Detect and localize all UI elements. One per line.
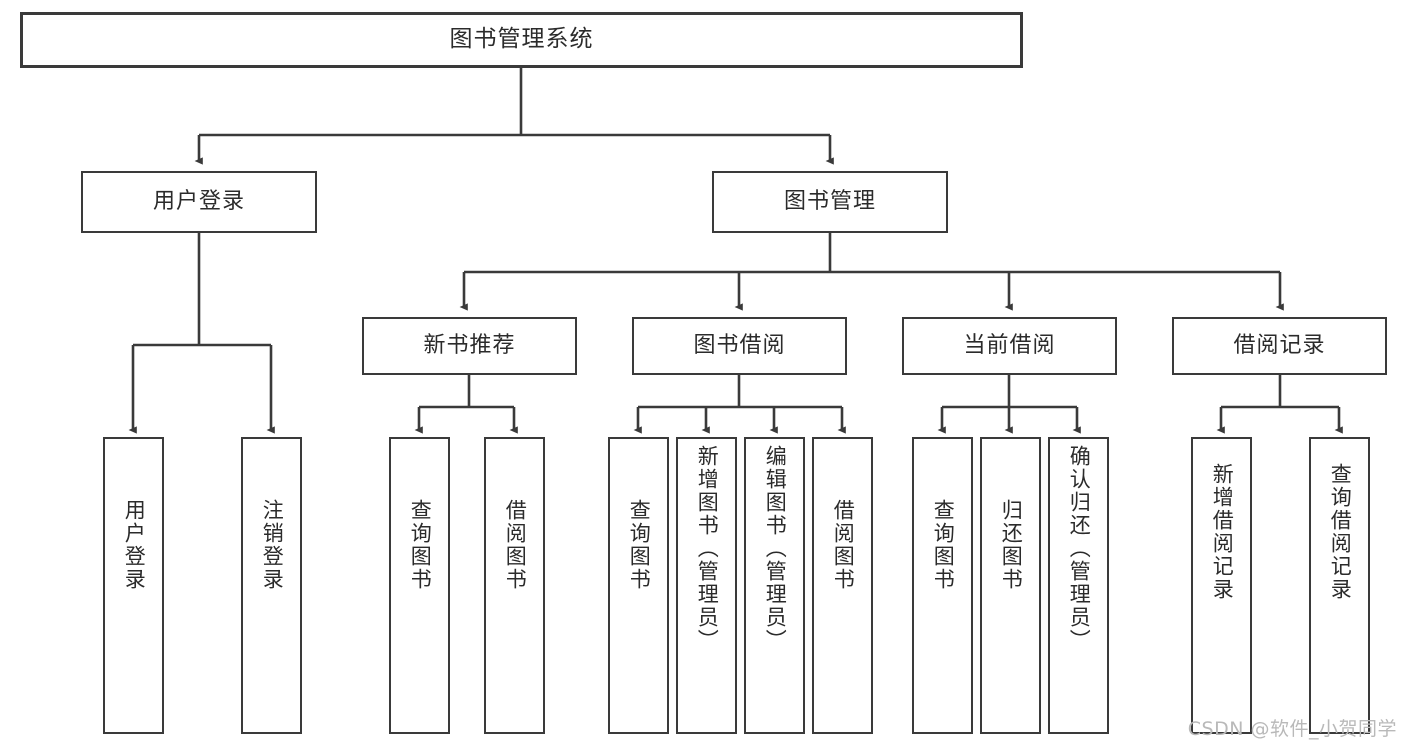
edges-book-borrow-to-leaves xyxy=(633,375,846,434)
edges-current-borrow-to-leaves xyxy=(937,375,1081,434)
node-label: 当前借阅 xyxy=(963,332,1056,358)
node-user-login[interactable]: 用户登录 xyxy=(81,171,317,233)
leaf-book-borrow-edit-book-admin[interactable]: 编辑图书（管理员） xyxy=(744,437,805,734)
node-label: 用户登录 xyxy=(122,499,147,591)
node-label: 查询图书 xyxy=(408,499,433,591)
leaf-book-borrow-borrow-books[interactable]: 借阅图书 xyxy=(812,437,873,734)
node-label: 查询借阅记录 xyxy=(1328,463,1353,601)
node-label: 新增图书（管理员） xyxy=(695,445,720,652)
leaf-borrow-record-add-record[interactable]: 新增借阅记录 xyxy=(1191,437,1252,734)
node-label: 借阅图书 xyxy=(503,499,528,591)
leaf-book-borrow-query-books[interactable]: 查询图书 xyxy=(608,437,669,734)
node-current-borrowing[interactable]: 当前借阅 xyxy=(902,317,1117,375)
node-label: 新增借阅记录 xyxy=(1210,463,1235,601)
leaf-current-borrow-query-books[interactable]: 查询图书 xyxy=(912,437,973,734)
edges-root-to-level2 xyxy=(194,68,834,165)
leaf-current-borrow-confirm-return-admin[interactable]: 确认归还（管理员） xyxy=(1048,437,1109,734)
leaf-borrow-record-query-record[interactable]: 查询借阅记录 xyxy=(1309,437,1370,734)
leaf-new-book-query-books[interactable]: 查询图书 xyxy=(389,437,450,734)
node-label: 用户登录 xyxy=(152,188,245,214)
node-label: 编辑图书（管理员） xyxy=(763,445,788,652)
node-label: 新书推荐 xyxy=(423,332,516,358)
node-book-borrowing[interactable]: 图书借阅 xyxy=(632,317,847,375)
edges-new-book-to-leaves xyxy=(414,375,518,434)
leaf-user-login-logout[interactable]: 注销登录 xyxy=(241,437,302,734)
node-label: 图书管理 xyxy=(783,188,876,214)
node-label: 借阅记录 xyxy=(1233,332,1326,358)
node-label: 归还图书 xyxy=(999,499,1024,591)
node-new-book-recommendation[interactable]: 新书推荐 xyxy=(362,317,577,375)
leaf-user-login-login[interactable]: 用户登录 xyxy=(103,437,164,734)
edges-borrow-record-to-leaves xyxy=(1216,375,1343,434)
node-label: 确认归还（管理员） xyxy=(1067,445,1092,652)
node-label: 借阅图书 xyxy=(831,499,856,591)
node-root-book-management-system[interactable]: 图书管理系统 xyxy=(20,12,1023,68)
node-book-management[interactable]: 图书管理 xyxy=(712,171,948,233)
leaf-new-book-borrow-books[interactable]: 借阅图书 xyxy=(484,437,545,734)
node-label: 图书管理系统 xyxy=(449,26,594,53)
edges-book-mgmt-to-level3 xyxy=(459,233,1284,311)
node-label: 注销登录 xyxy=(260,499,285,591)
node-label: 查询图书 xyxy=(627,499,652,591)
leaf-current-borrow-return-books[interactable]: 归还图书 xyxy=(980,437,1041,734)
node-label: 查询图书 xyxy=(931,499,956,591)
leaf-book-borrow-add-book-admin[interactable]: 新增图书（管理员） xyxy=(676,437,737,734)
node-label: 图书借阅 xyxy=(693,332,786,358)
edges-user-login-to-leaves xyxy=(128,233,275,434)
node-borrowing-record[interactable]: 借阅记录 xyxy=(1172,317,1387,375)
